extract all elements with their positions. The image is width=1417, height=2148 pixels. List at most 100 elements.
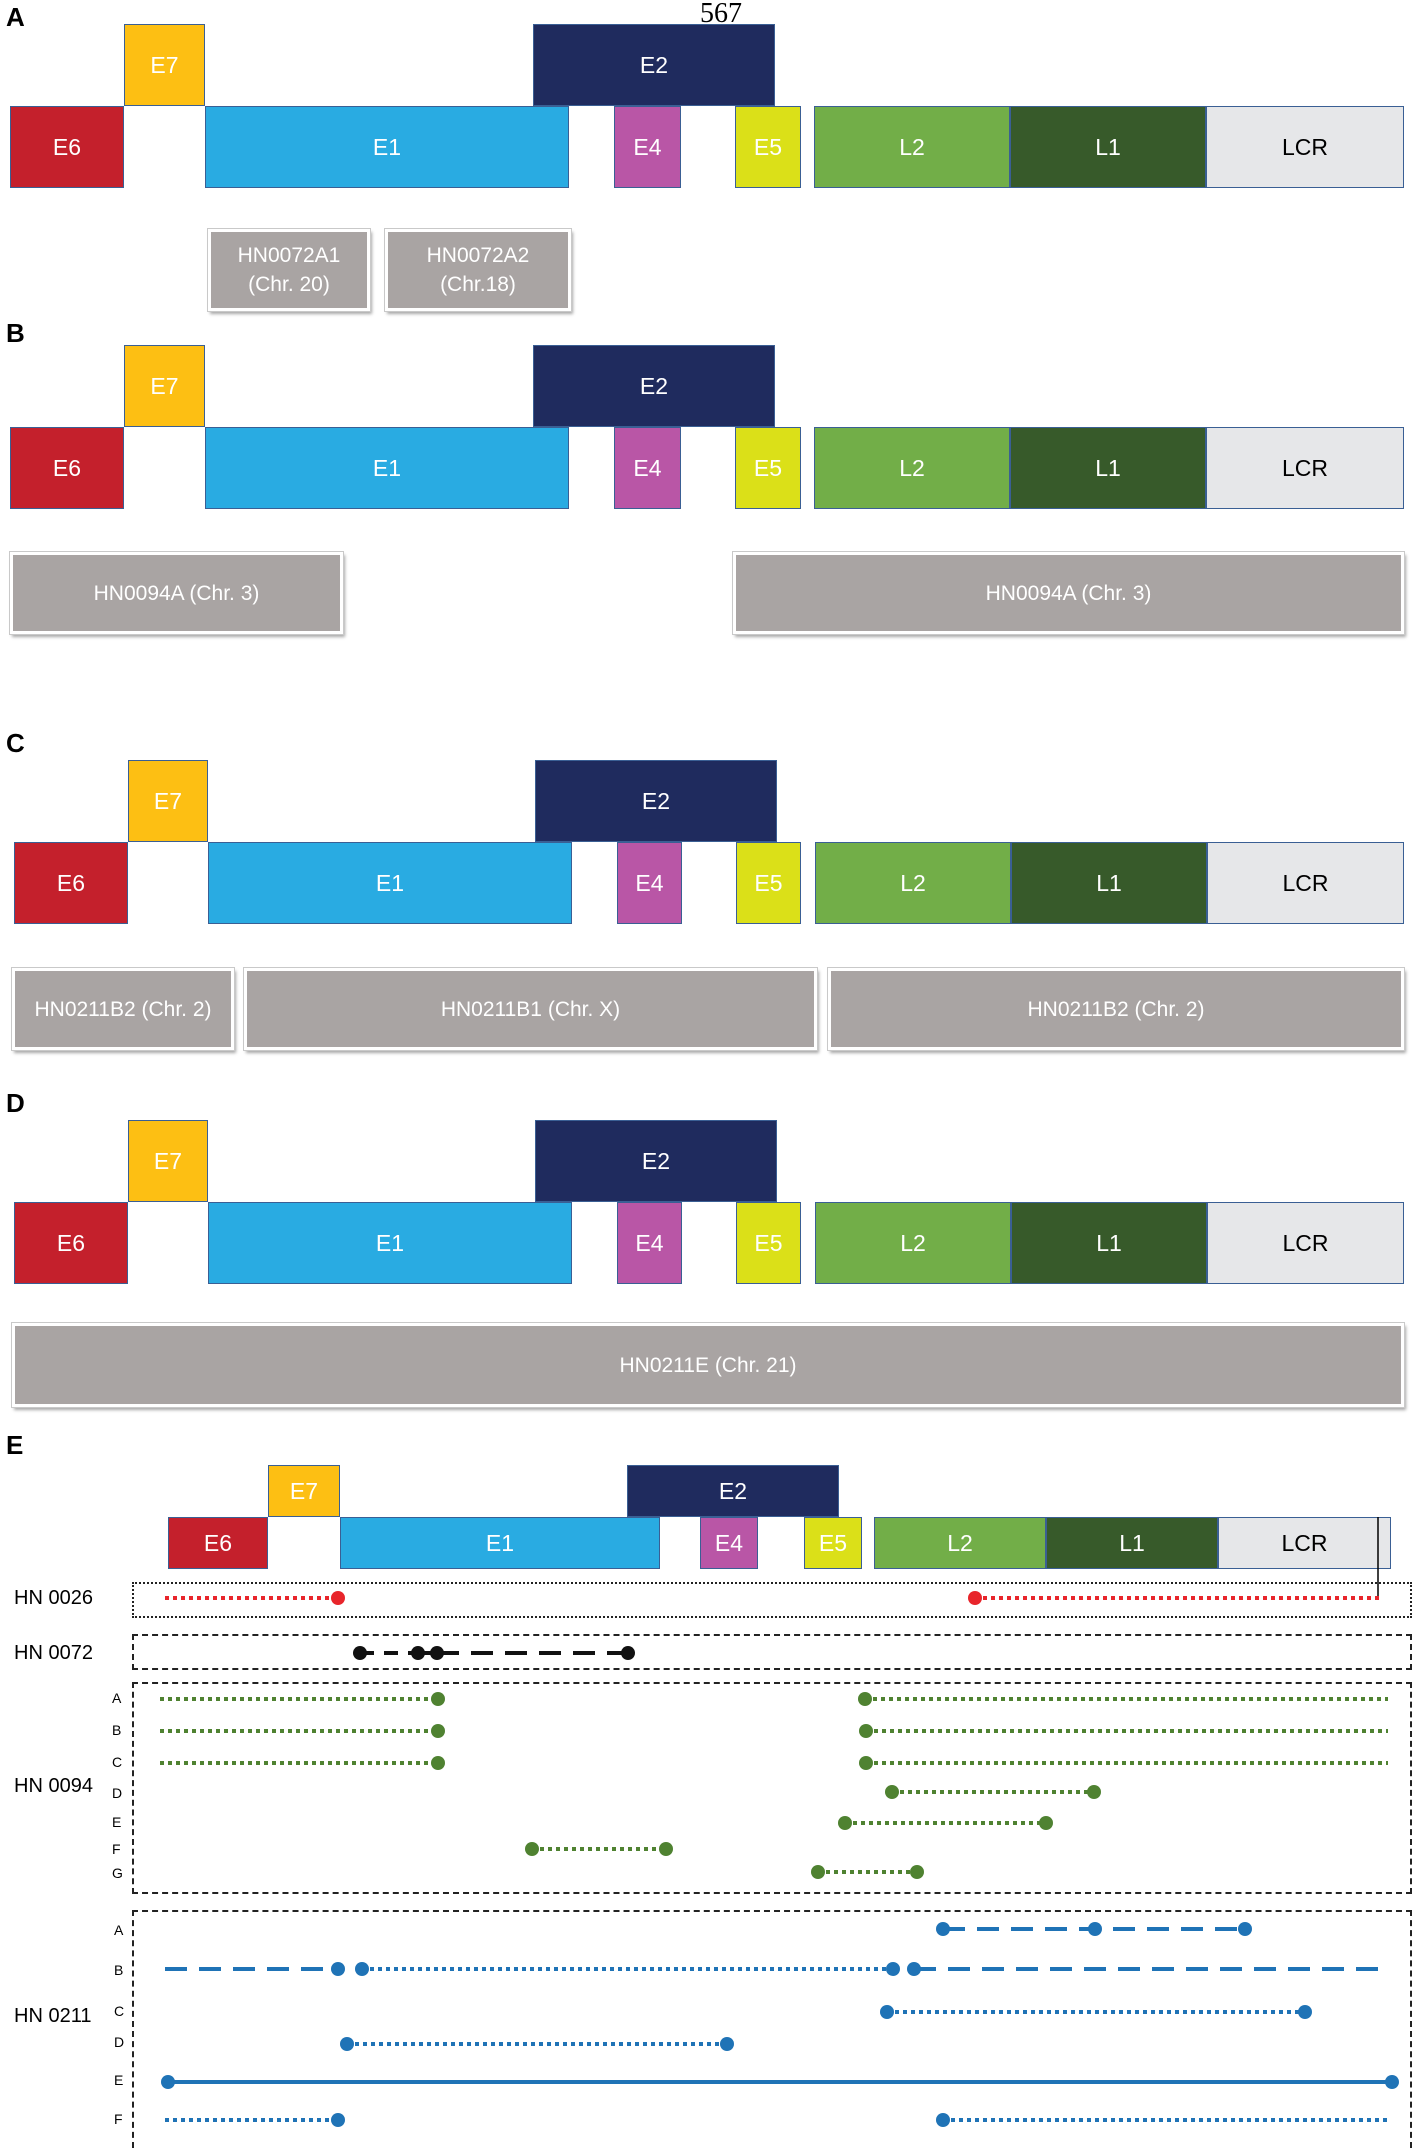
segment-endpoint <box>353 1646 367 1660</box>
segments-hn0026 <box>165 1591 1382 1605</box>
segment-endpoint <box>936 2113 950 2127</box>
gene-e2: E2 <box>533 24 775 106</box>
gene-e4: E4 <box>617 1202 682 1284</box>
endpoints-hn0094 <box>431 1692 1101 1879</box>
gene-e6: E6 <box>10 106 124 188</box>
gene-e2: E2 <box>533 345 775 427</box>
segment-endpoint <box>910 1865 924 1879</box>
row-label: A <box>112 1690 122 1706</box>
segment-endpoint <box>907 1962 921 1976</box>
gene-e2: E2 <box>535 760 777 842</box>
gene-e7: E7 <box>124 345 205 427</box>
integration-site-hn0211b2-right: HN0211B2 (Chr. 2) <box>827 967 1405 1051</box>
row-label: E <box>112 1814 122 1830</box>
segment-endpoint <box>880 2005 894 2019</box>
gene-e7: E7 <box>128 760 208 842</box>
gene-lcr: LCR <box>1206 427 1404 509</box>
panel-e-label: E <box>6 1430 24 1460</box>
segment-endpoint <box>1088 1922 1102 1936</box>
segment-endpoint <box>1238 1922 1252 1936</box>
gene-e7: E7 <box>268 1465 340 1517</box>
gene-l1: L1 <box>1046 1517 1218 1569</box>
segment-endpoint <box>431 1756 445 1770</box>
integration-site-name: HN0072A2 <box>426 244 530 267</box>
segment-endpoint <box>1087 1785 1101 1799</box>
segment-endpoint <box>331 1962 345 1976</box>
segment-endpoint <box>1039 1816 1053 1830</box>
gene-l2: L2 <box>815 1202 1011 1284</box>
segment-endpoint <box>431 1692 445 1706</box>
gene-e5: E5 <box>804 1517 862 1569</box>
integration-site-hn0094a-right: HN0094A (Chr. 3) <box>732 551 1405 635</box>
gene-e7: E7 <box>124 24 205 106</box>
gene-e6: E6 <box>14 1202 128 1284</box>
gene-e1: E1 <box>205 106 569 188</box>
gene-e5: E5 <box>736 842 801 924</box>
panel-d-label: D <box>6 1088 25 1118</box>
segment-endpoint <box>431 1724 445 1738</box>
gene-e7: E7 <box>128 1120 208 1202</box>
segment-endpoint <box>411 1646 425 1660</box>
panel-c-label: C <box>6 728 25 758</box>
gene-l2: L2 <box>814 106 1010 188</box>
segment-endpoint <box>161 2075 175 2089</box>
integration-site-hn0211e: HN0211E (Chr. 21) <box>11 1322 1405 1408</box>
integration-site-name: HN0072A1 <box>237 244 341 267</box>
panel-b-label: B <box>6 318 25 348</box>
segment-endpoint <box>838 1816 852 1830</box>
row-label: E <box>114 2072 124 2088</box>
row-label: D <box>114 2034 125 2050</box>
segment-endpoint <box>355 1962 369 1976</box>
integration-site-hn0072a1: HN0072A1 (Chr. 20) <box>207 228 371 312</box>
segment-endpoint <box>430 1646 444 1660</box>
integration-site-chromosome: (Chr. 20) <box>248 273 330 296</box>
gene-e5: E5 <box>736 1202 801 1284</box>
gene-l1: L1 <box>1010 106 1206 188</box>
gene-e1: E1 <box>205 427 569 509</box>
gene-l2: L2 <box>874 1517 1046 1569</box>
segment-endpoint <box>659 1842 673 1856</box>
gene-lcr: LCR <box>1206 106 1404 188</box>
gene-e1: E1 <box>340 1517 660 1569</box>
gene-e6: E6 <box>10 427 124 509</box>
row-label: F <box>112 1841 121 1857</box>
gene-l2: L2 <box>815 842 1011 924</box>
gene-lcr: LCR <box>1218 1517 1391 1569</box>
integration-site-chromosome: (Chr.18) <box>440 273 516 296</box>
gene-e5: E5 <box>735 427 801 509</box>
track-label-hn0211: HN 0211 <box>14 2005 92 2027</box>
segment-endpoint <box>885 1785 899 1799</box>
gene-l1: L1 <box>1010 427 1206 509</box>
gene-e2: E2 <box>627 1465 839 1517</box>
integration-site-hn0094a-left: HN0094A (Chr. 3) <box>9 551 344 635</box>
track-label-hn0094: HN 0094 <box>14 1775 93 1797</box>
segments-hn0211 <box>165 1927 1392 2122</box>
segment-endpoint <box>1298 2005 1312 2019</box>
gene-e4: E4 <box>617 842 682 924</box>
row-label: A <box>114 1922 124 1938</box>
row-label: B <box>114 1962 124 1978</box>
gene-e6: E6 <box>168 1517 268 1569</box>
gene-e6: E6 <box>14 842 128 924</box>
row-label: D <box>112 1785 123 1801</box>
gene-lcr: LCR <box>1207 1202 1404 1284</box>
segments-hn0094 <box>160 1697 1388 1874</box>
row-label: C <box>114 2003 125 2019</box>
gene-e5: E5 <box>735 106 801 188</box>
gene-e1: E1 <box>208 1202 572 1284</box>
segment-endpoint <box>859 1756 873 1770</box>
gene-lcr: LCR <box>1207 842 1404 924</box>
gene-e1: E1 <box>208 842 572 924</box>
integration-site-hn0211b2-left: HN0211B2 (Chr. 2) <box>11 967 235 1051</box>
segment-endpoint <box>858 1692 872 1706</box>
panel-a-label: A <box>6 2 25 32</box>
endpoints-hn0211 <box>161 1922 1399 2127</box>
gene-e4: E4 <box>700 1517 758 1569</box>
track-label-hn0026: HN 0026 <box>14 1587 93 1609</box>
gene-l2: L2 <box>814 427 1010 509</box>
gene-e2: E2 <box>535 1120 777 1202</box>
track-hn0094-box <box>132 1682 1412 1894</box>
segment-endpoint <box>331 1591 345 1605</box>
segment-endpoint <box>859 1724 873 1738</box>
